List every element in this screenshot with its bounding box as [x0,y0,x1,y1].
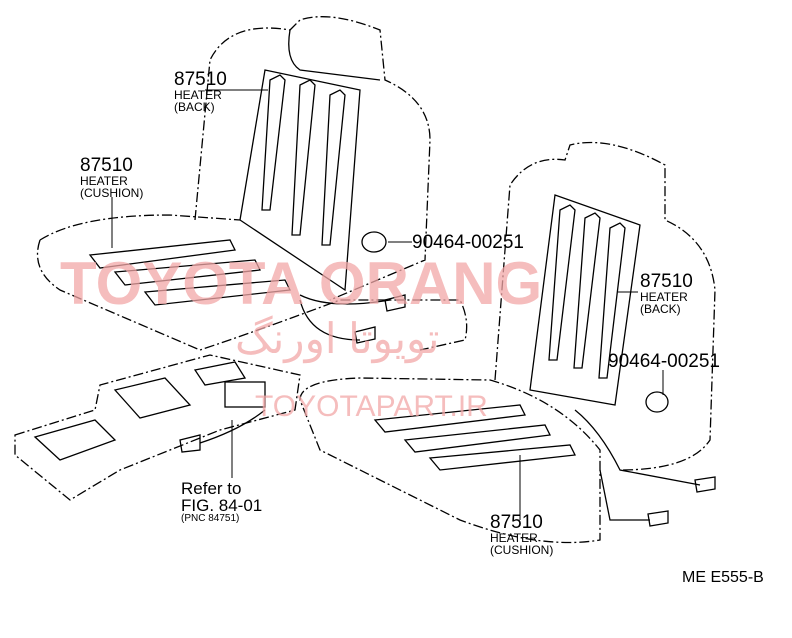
watermark-site: TOYOTAPART.IR [255,390,488,423]
console [14,354,301,501]
right-cushion [299,377,601,544]
left-cushion-heater [88,239,291,306]
left-back-heater [239,69,361,292]
right-back-heater [529,194,641,406]
console-panels [33,361,247,461]
refer-text: Refer to [181,479,242,498]
switch-wire [179,409,266,453]
left-headrest-line [288,29,381,81]
label-refer: Refer to FIG. 84-01 (PNC 84751) [181,480,262,524]
part-name: HEATER [640,290,688,304]
connectors [354,294,716,527]
label-clip-right: 90464-00251 [608,351,720,372]
label-clip-top: 90464-00251 [412,232,524,253]
right-back-heater-strips [548,204,626,379]
right-seatback [494,141,716,471]
part-number: 87510 [490,512,543,533]
part-name: HEATER [174,88,222,102]
refer-fig: FIG. 84-01 [181,496,263,515]
label-heater-cushion-left: 87510 HEATER (CUSHION) [80,156,143,199]
part-number: 87510 [80,155,133,176]
part-sub: (BACK) [640,302,681,316]
refer-pnc: (PNC 84751) [181,513,240,524]
switch-connector [224,381,266,408]
part-sub: (BACK) [174,100,215,114]
part-name: HEATER [490,531,538,545]
label-heater-back-left: 87510 HEATER (BACK) [174,70,227,113]
leader-lines [111,89,664,520]
part-name: HEATER [80,174,128,188]
left-seatback [194,16,431,301]
watermark-persian: تویوتا اورنگ [235,315,440,362]
part-number: 87510 [640,271,693,292]
part-number: 87510 [174,69,227,90]
part-sub: (CUSHION) [80,186,144,200]
clip-icon [361,231,387,253]
part-sub: (CUSHION) [490,543,554,557]
label-heater-back-right: 87510 HEATER (BACK) [640,272,693,315]
left-back-heater-strips [261,74,346,246]
watermark-toyota-orang: TOYOTA ORANG [60,250,543,317]
wires [299,294,701,521]
diagram-code: ME E555-B [682,569,764,586]
label-heater-cushion-right: 87510 HEATER (CUSHION) [490,513,553,556]
right-cushion-heater [373,404,576,471]
left-cushion [36,214,468,351]
clip-icon [645,391,669,413]
